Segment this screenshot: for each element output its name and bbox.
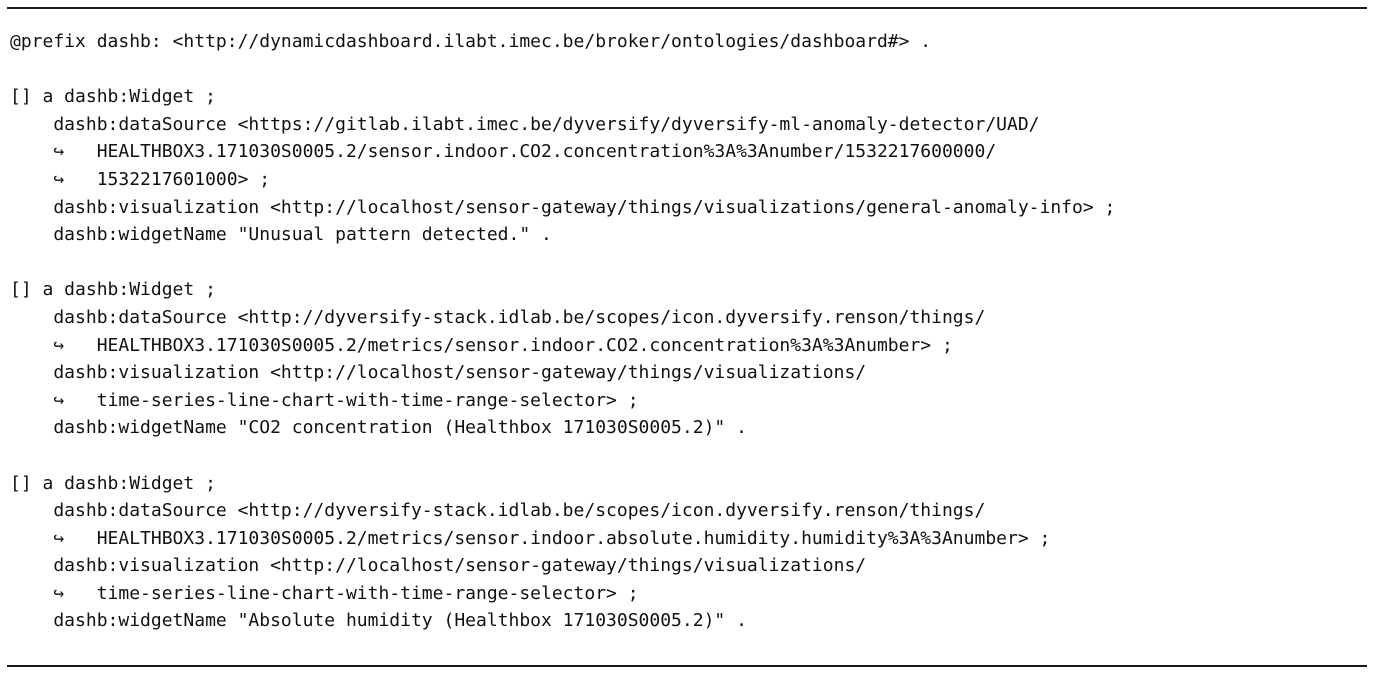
widget-block-humidity: [] a dashb:Widget ; dashb:dataSource <ht… [10,470,1374,636]
turtle-code-listing: @prefix dashb: <http://dynamicdashboard.… [10,28,1374,635]
code-line-continuation: ↪ 1532217601000> ; [10,168,271,190]
code-line-continuation: ↪ HEALTHBOX3.171030S0005.2/sensor.indoor… [10,141,997,163]
code-line-widgetname: dashb:widgetName "Unusual pattern detect… [10,224,552,246]
prefix-declaration: @prefix dashb: <http://dynamicdashboard.… [10,28,1374,56]
top-rule [7,7,1367,9]
code-line-widgetname: dashb:widgetName "Absolute humidity (Hea… [10,610,747,632]
code-line-continuation: ↪ time-series-line-chart-with-time-range… [10,582,639,604]
code-line-continuation: ↪ time-series-line-chart-with-time-range… [10,389,639,411]
code-line-continuation: ↪ HEALTHBOX3.171030S0005.2/metrics/senso… [10,334,953,356]
code-line-visualization: dashb:visualization <http://localhost/se… [10,196,1116,218]
code-line-visualization: dashb:visualization <http://localhost/se… [10,555,867,577]
widget-block-co2: [] a dashb:Widget ; dashb:dataSource <ht… [10,276,1374,442]
code-line: [] a dashb:Widget ; [10,86,216,108]
widget-block-anomaly: [] a dashb:Widget ; dashb:dataSource <ht… [10,83,1374,249]
code-line-prefix: @prefix dashb: <http://dynamicdashboard.… [10,31,932,52]
code-line-datasource: dashb:dataSource <http://dyversify-stack… [10,306,986,328]
bottom-rule [7,665,1367,667]
code-line-datasource: dashb:dataSource <https://gitlab.ilabt.i… [10,113,1040,135]
code-line-continuation: ↪ HEALTHBOX3.171030S0005.2/metrics/senso… [10,527,1051,549]
code-line-widgetname: dashb:widgetName "CO2 concentration (Hea… [10,417,747,439]
code-line: [] a dashb:Widget ; [10,472,216,494]
code-line: [] a dashb:Widget ; [10,279,216,301]
code-line-datasource: dashb:dataSource <http://dyversify-stack… [10,500,986,522]
code-line-visualization: dashb:visualization <http://localhost/se… [10,362,867,384]
